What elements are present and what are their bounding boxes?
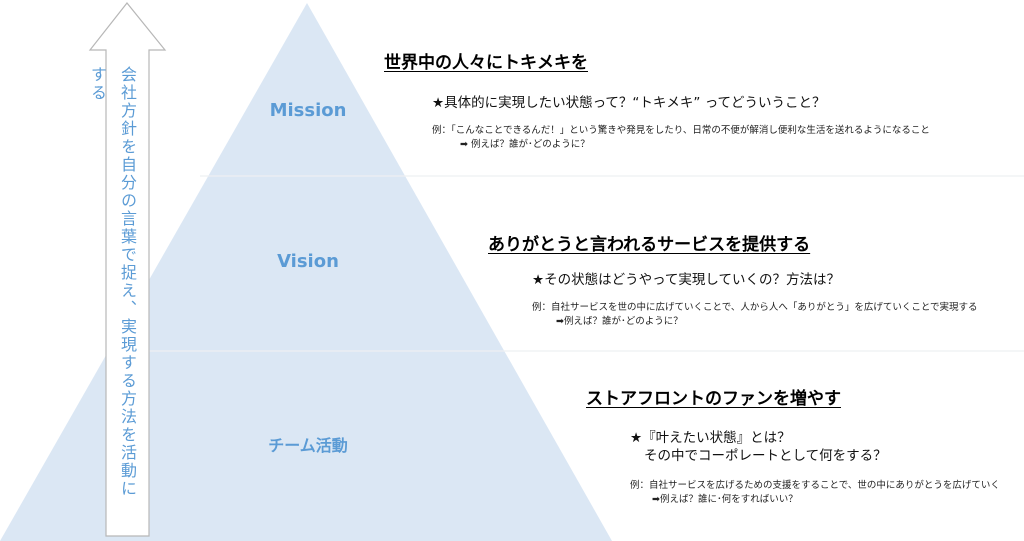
mission-question: ★具体的に実現したい状態って？“トキメキ” ってどういうこと？ [432,95,826,111]
tier-label-team: チーム活動 [268,436,348,455]
vision-example-line1: 例：自社サービスを世の中に広げていくことで、人から人へ「ありがとう」を広げていく… [532,302,978,313]
team-example-line1: 例：自社サービスを広げるための支援をすることで、世の中にありがとうを広げていく [630,480,1000,491]
mission-heading: 世界中の人々にトキメキを [384,53,588,73]
tier-label-mission: Mission [269,100,347,121]
mission-example: 例：「こんなことできるんだ！」という驚きや発見をしたり、日常の不便が解消し便利な… [432,124,930,152]
team-question: ★『叶えたい状態』とは？ その中でコーポレートとして何をする？ [630,429,887,465]
vision-example-line2: ➡例えば？誰が･どのように？ [556,316,683,327]
team-heading: ストアフロントのファンを増やす [586,389,841,409]
tier-label-vision: Vision [277,251,339,272]
vision-example: 例：自社サービスを世の中に広げていくことで、人から人へ「ありがとう」を広げていく… [532,301,978,329]
pyramid-shape [0,3,612,541]
team-question-line2: その中でコーポレートとして何をする？ [644,448,887,464]
team-example: 例：自社サービスを広げるための支援をすることで、世の中にありがとうを広げていく … [630,479,1000,507]
vision-heading: ありがとうと言われるサービスを提供する [488,235,811,255]
mission-example-line2: ➡ 例えば？誰が･どのように？ [460,139,590,150]
vision-question: ★その状態はどうやって実現していくの？方法は？ [532,272,841,288]
vertical-caption: 会社方針を自分の言葉で捉え、実現する方法を活動にする [88,66,137,498]
team-question-line1: ★『叶えたい状態』とは？ [630,430,791,446]
team-example-line2: ➡例えば？誰に･何をすればいい？ [652,494,798,505]
mission-example-line1: 例：「こんなことできるんだ！」という驚きや発見をしたり、日常の不便が解消し便利な… [432,125,930,136]
up-arrow-icon [88,2,167,537]
